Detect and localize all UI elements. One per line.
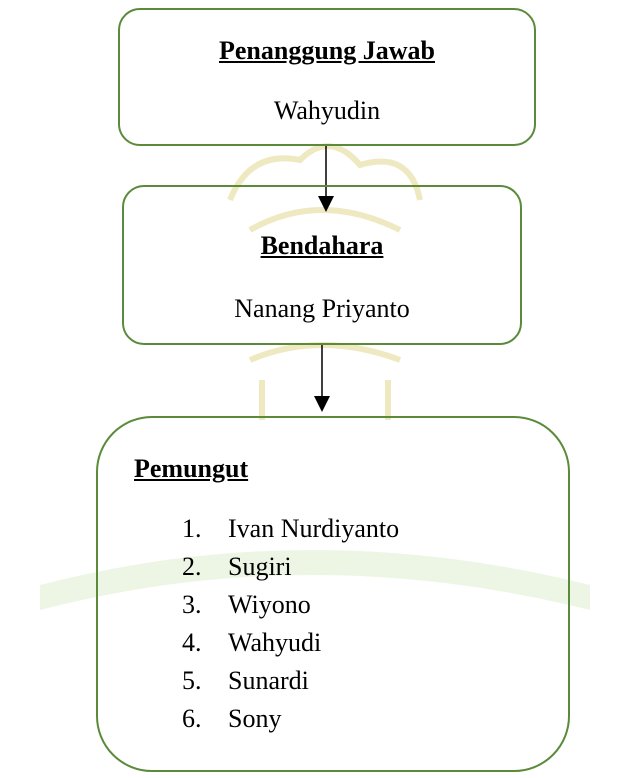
node-penanggung-jawab: Penanggung Jawab Wahyudin	[118, 8, 536, 146]
list-number: 2.	[182, 552, 202, 581]
list-number: 5.	[182, 666, 202, 695]
member-name: Ivan Nurdiyanto	[228, 514, 400, 543]
node-title: Bendahara	[260, 231, 384, 260]
list-item: 6. Sony	[182, 700, 399, 738]
node-person-name: Wahyudin	[273, 96, 381, 125]
list-item: 2. Sugiri	[182, 548, 399, 586]
member-name: Sunardi	[228, 666, 309, 695]
node-person-name: Nanang Priyanto	[234, 294, 410, 323]
member-list: 1. Ivan Nurdiyanto 2. Sugiri 3. Wiyono 4…	[182, 510, 399, 738]
member-name: Wahyudi	[228, 628, 322, 657]
member-name: Wiyono	[228, 590, 311, 619]
list-number: 1.	[182, 514, 202, 543]
node-pemungut: Pemungut 1. Ivan Nurdiyanto 2. Sugiri 3.…	[96, 416, 570, 772]
list-item: 1. Ivan Nurdiyanto	[182, 510, 399, 548]
arrow-bendahara-to-pemungut	[314, 345, 330, 412]
member-name: Sony	[228, 704, 282, 733]
list-number: 4.	[182, 628, 202, 657]
list-item: 4. Wahyudi	[182, 624, 399, 662]
list-item: 3. Wiyono	[182, 586, 399, 624]
list-number: 6.	[182, 704, 202, 733]
member-name: Sugiri	[228, 552, 292, 581]
node-bendahara: Bendahara Nanang Priyanto	[122, 185, 522, 345]
node-title: Penanggung Jawab	[219, 36, 435, 65]
list-item: 5. Sunardi	[182, 662, 399, 700]
node-title: Pemungut	[134, 454, 249, 483]
list-number: 3.	[182, 590, 202, 619]
